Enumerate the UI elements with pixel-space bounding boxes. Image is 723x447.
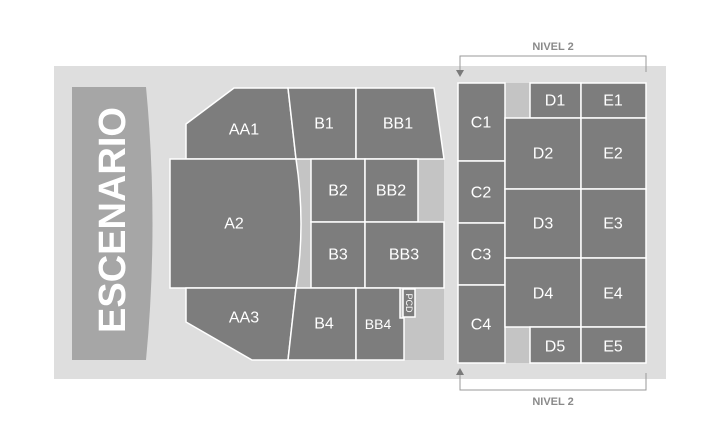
- section-C2[interactable]: [457, 160, 506, 224]
- section-D3[interactable]: [504, 188, 582, 259]
- section-B3[interactable]: [310, 221, 366, 289]
- section-E2[interactable]: [580, 117, 647, 190]
- level-2-top-label: NIVEL 2: [532, 41, 573, 53]
- section-AA3[interactable]: [185, 287, 297, 361]
- section-B2[interactable]: [310, 158, 366, 223]
- section-A2[interactable]: [169, 158, 302, 289]
- section-B4[interactable]: [287, 287, 357, 361]
- section-E5[interactable]: [580, 326, 647, 364]
- section-C1[interactable]: [457, 82, 506, 162]
- section-C4[interactable]: [457, 284, 506, 364]
- section-BB4[interactable]: [355, 287, 405, 361]
- level-2-bottom-label: NIVEL 2: [532, 396, 573, 408]
- section-D1[interactable]: [529, 82, 582, 119]
- section-D5[interactable]: [529, 326, 582, 364]
- stage: [72, 87, 153, 360]
- section-C3[interactable]: [457, 222, 506, 286]
- aisle-top-d: [505, 83, 530, 118]
- section-PCD[interactable]: [402, 288, 416, 318]
- aisle-bottom-d: [505, 327, 530, 363]
- section-E4[interactable]: [580, 257, 647, 328]
- section-BB1[interactable]: [355, 87, 445, 160]
- section-E1[interactable]: [580, 82, 647, 119]
- level-2-bottom-marker: NIVEL 2: [456, 368, 647, 408]
- section-D2[interactable]: [504, 117, 582, 190]
- section-BB3[interactable]: [364, 221, 445, 289]
- section-D4[interactable]: [504, 257, 582, 328]
- level-2-top-marker: NIVEL 2: [456, 41, 647, 77]
- section-E3[interactable]: [580, 188, 647, 259]
- section-B1[interactable]: [287, 87, 357, 160]
- section-BB2[interactable]: [364, 158, 419, 223]
